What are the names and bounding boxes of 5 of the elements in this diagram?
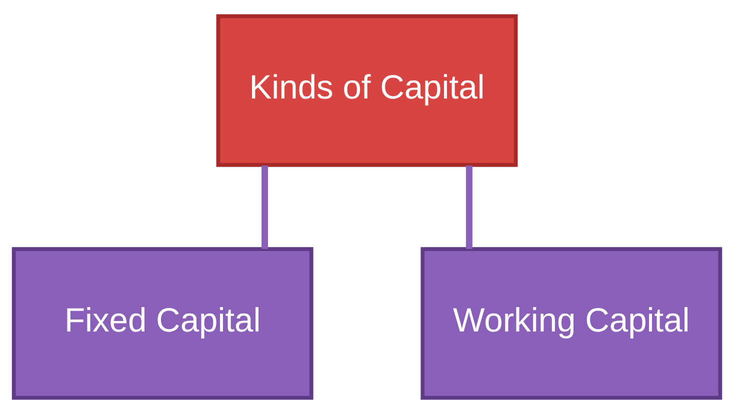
- connector: [466, 166, 472, 249]
- node-box: Fixed Capital: [12, 247, 314, 400]
- connector: [262, 166, 268, 249]
- node-box: Kinds of Capital: [216, 14, 518, 167]
- node-box: Working Capital: [420, 247, 722, 400]
